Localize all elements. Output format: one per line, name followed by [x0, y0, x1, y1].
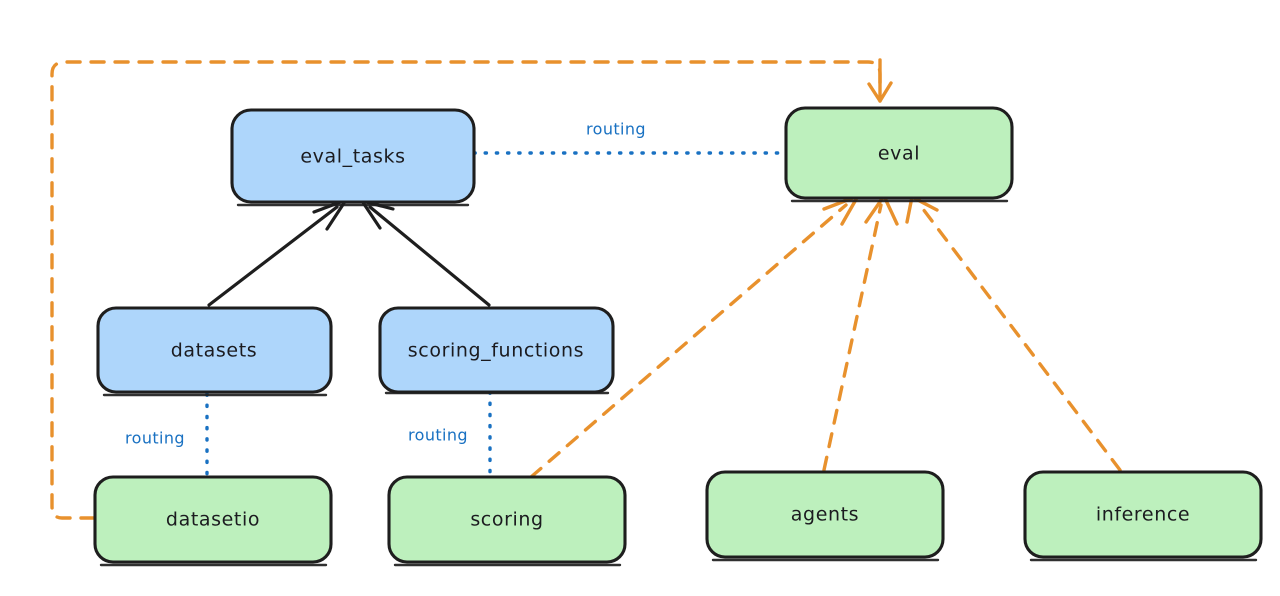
edge-agents-to-eval [822, 194, 899, 472]
node-label-inference: inference [1096, 504, 1190, 526]
node-datasetio[interactable]: datasetio [93, 475, 333, 567]
node-label-agents: agents [791, 504, 859, 526]
node-datasets[interactable]: datasets [96, 306, 333, 397]
node-label-datasets: datasets [171, 340, 258, 362]
edge-scoring_functions-to-eval_tasks [360, 199, 491, 307]
edge-label-routing-scoring: routing [408, 426, 468, 445]
edge-label-routing-eval: routing [586, 120, 646, 139]
edge-label-routing-datasetio: routing [125, 429, 185, 448]
edge-datasetio-to-eval [50, 58, 893, 520]
node-scoring_functions[interactable]: scoring_functions [378, 306, 615, 395]
node-label-eval_tasks: eval_tasks [300, 146, 405, 168]
node-label-scoring: scoring [470, 509, 543, 531]
node-agents[interactable]: agents [705, 470, 945, 562]
node-label-scoring_functions: scoring_functions [408, 340, 584, 362]
node-label-eval: eval [878, 143, 920, 165]
edge-datasets-to-eval_tasks [207, 198, 348, 307]
node-eval[interactable]: eval [784, 106, 1014, 203]
node-label-datasetio: datasetio [166, 509, 260, 531]
node-scoring[interactable]: scoring [387, 475, 627, 567]
node-eval_tasks[interactable]: eval_tasks [230, 108, 476, 207]
edge-inference-to-eval [905, 195, 1122, 472]
node-inference[interactable]: inference [1023, 470, 1263, 562]
